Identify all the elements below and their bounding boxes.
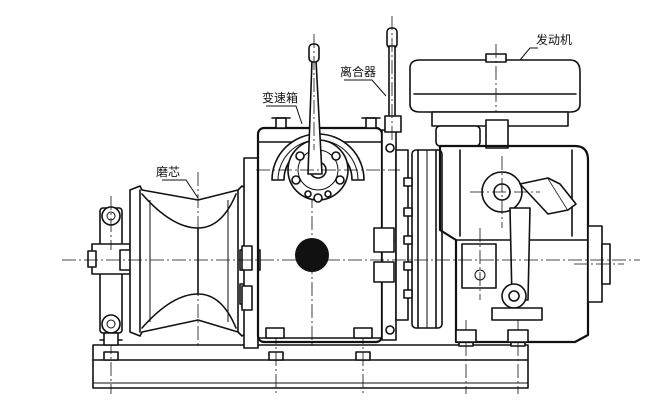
gearbox-label: 变速箱 [262,90,298,105]
engine [409,44,624,344]
gearbox [241,117,409,349]
engine-label: 发动机 [536,32,572,47]
center-lines [62,169,640,261]
gear-shift-quadrant [271,34,365,203]
callouts: 发动机 离合器 变速箱 磨芯 [156,32,572,199]
clutch-assembly [384,16,443,329]
capstan-label: 磨芯 [156,165,180,179]
clutch-label: 离合器 [340,64,376,79]
